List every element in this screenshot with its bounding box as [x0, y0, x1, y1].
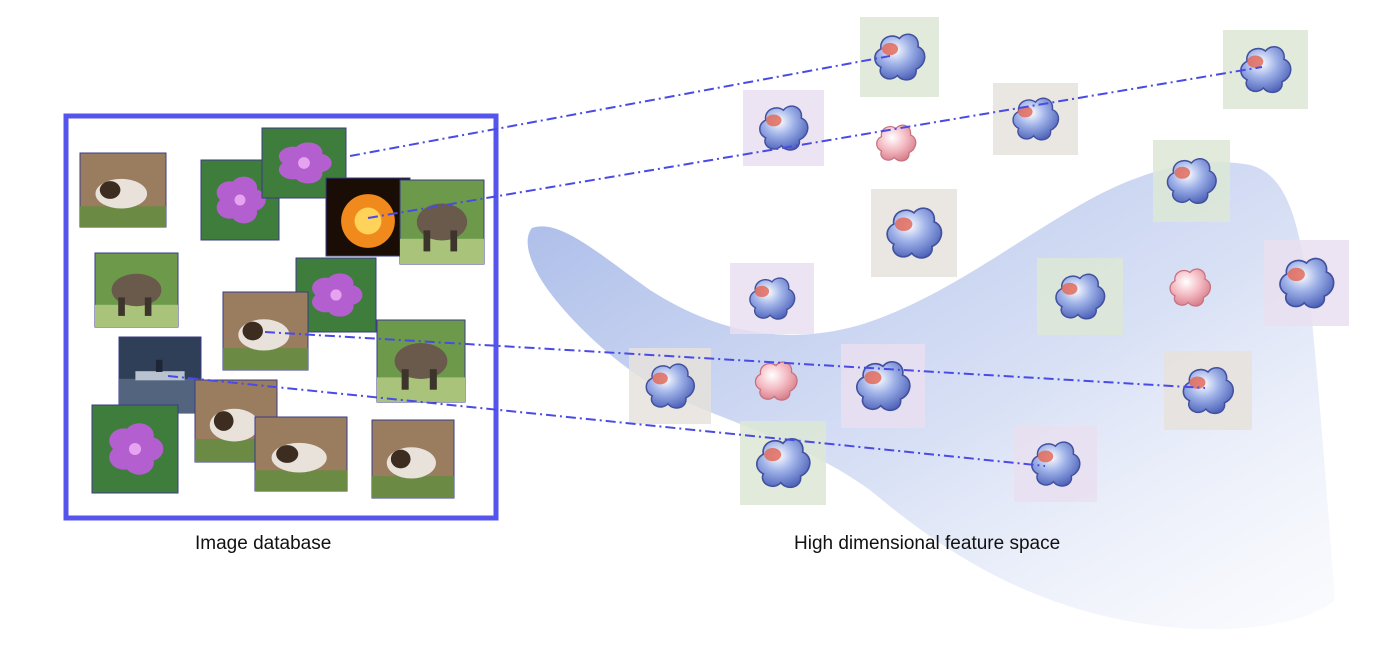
- elephant-photo: [94, 252, 179, 328]
- pumpkin-photo: [325, 177, 411, 257]
- elephant-photo: [399, 179, 485, 265]
- flower-photo: [295, 257, 377, 333]
- feature-point: [743, 90, 824, 166]
- feature-point: [740, 421, 826, 505]
- mapping-link-flower: [349, 55, 891, 157]
- mapping-link-pumpkin: [367, 66, 1263, 219]
- thumbnail-layer: [79, 127, 485, 499]
- feature-manifold: [527, 161, 1335, 630]
- dog-photo: [222, 291, 309, 371]
- mapping-link-dog: [264, 331, 1206, 389]
- dog-photo: [254, 416, 348, 492]
- feature-point: [993, 83, 1078, 155]
- feature-point: [1164, 351, 1252, 430]
- flower-photo: [200, 159, 280, 241]
- elephant-photo: [376, 319, 466, 403]
- feature-point-layer: [629, 17, 1349, 505]
- dog-photo: [79, 152, 167, 228]
- image-database-frame: [63, 113, 499, 521]
- feature-point: [1037, 258, 1123, 335]
- feature-point: [1264, 240, 1349, 326]
- mapping-link-layer: [167, 55, 1263, 467]
- feature-space-label: High dimensional feature space: [794, 533, 1061, 554]
- flower-photo: [261, 127, 347, 199]
- flower-photo: [91, 404, 179, 494]
- dog-photo: [371, 419, 455, 499]
- feature-point: [1223, 30, 1308, 109]
- feature-point: [1153, 140, 1230, 222]
- mapping-link-ship: [167, 375, 1046, 467]
- ship-photo: [118, 336, 202, 414]
- feature-point: [629, 348, 711, 424]
- feature-point: [871, 189, 957, 277]
- feature-point: [860, 17, 939, 97]
- feature-point: [730, 263, 814, 334]
- feature-point: [841, 344, 925, 428]
- image-database-label: Image database: [195, 533, 332, 554]
